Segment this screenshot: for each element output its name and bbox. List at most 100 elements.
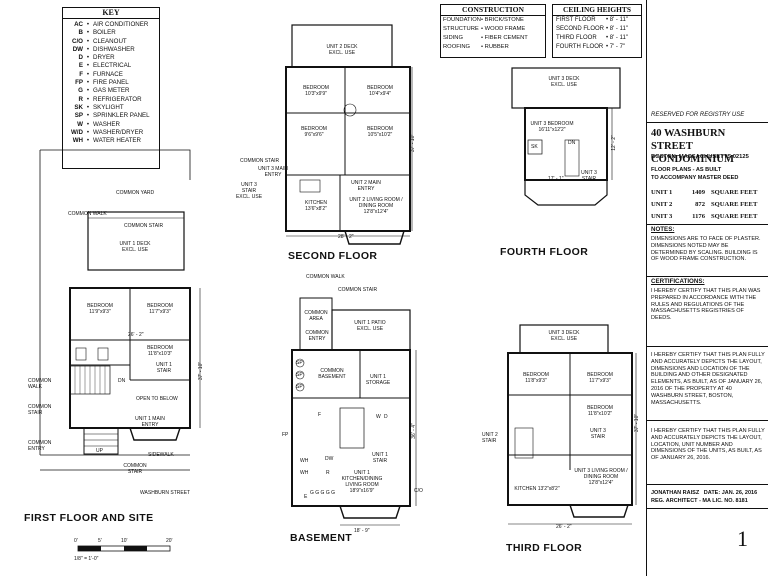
divider [647, 276, 768, 277]
room-label: COMMON BASEMENT [318, 368, 346, 380]
key-code: W [77, 120, 83, 128]
common-stair-label: COMMON STAIR [123, 463, 147, 475]
stair [514, 427, 534, 459]
unit1-deck [87, 211, 185, 271]
certification-text: I HEREBY CERTIFY THAT THIS PLAN FULLY AN… [651, 428, 765, 462]
stair-label: UNIT 3 STAIR [581, 170, 597, 182]
room-label: BEDROOM 11'7"x9'3" [587, 372, 613, 384]
water-heater-label: WH [300, 458, 309, 464]
key-row: SK•SKYLIGHT [66, 104, 151, 112]
open-below-label: OPEN TO BELOW [136, 396, 178, 402]
key-label: GAS METER [93, 87, 130, 95]
dishwasher-label: DW [325, 456, 334, 462]
key-separator: • [86, 62, 90, 70]
main-entry-label: UNIT 3 MAIN ENTRY [258, 166, 288, 178]
key-code: C/O [71, 37, 83, 45]
construction-row: ROOFING• RUBBER [443, 44, 509, 50]
room-label: BEDROOM 11'7"x9'3" [147, 303, 173, 315]
key-separator: • [86, 128, 90, 136]
washer-label: W [376, 414, 381, 420]
scale-segment [124, 546, 147, 551]
key-row: F•FURNACE [66, 71, 151, 79]
key-code: E [78, 62, 83, 70]
divider [647, 224, 768, 225]
key-separator: • [86, 103, 90, 111]
key-row: AC•AIR CONDITIONER [66, 21, 151, 29]
up-label: UP [96, 448, 103, 454]
ceiling-row: THIRD FLOOR• 8' - 11" [556, 35, 628, 41]
room-label: UNIT 2 LIVING ROOM / DINING ROOM 12'8"x1… [349, 197, 403, 215]
common-stair-label: COMMON STAIR [240, 158, 280, 164]
key-code: WH [72, 137, 83, 145]
room-label: BEDROOM 10'5"x10'2" [367, 126, 393, 138]
sp-marker [295, 358, 305, 368]
common-walk-label: COMMON WALK [68, 211, 107, 217]
key-separator: • [86, 87, 90, 95]
dn-label: DN [118, 378, 126, 384]
room-label: UNIT 3 BEDROOM 16'11"x12'2" [530, 121, 574, 133]
divider [647, 484, 768, 485]
house-outline [524, 107, 608, 181]
stair-label: UNIT 1 STAIR [372, 452, 388, 464]
common-entry-label: COMMON ENTRY [28, 440, 52, 452]
scale-segment [78, 546, 101, 551]
scale-mark: 5' [98, 538, 102, 544]
key-label: WASHER/DRYER [93, 128, 144, 136]
storage-label: UNIT 1 STORAGE [365, 374, 391, 386]
notes-heading: NOTES: [651, 226, 675, 233]
plan-drawings [39, 24, 637, 552]
key-row: B•BOILER [66, 29, 151, 37]
stair-label: UNIT 1 STAIR [156, 362, 172, 374]
stair [564, 139, 580, 177]
room-label: BEDROOM 11'8"x9'3" [523, 372, 549, 384]
construction-row: STRUCTURE• WOOD FRAME [443, 26, 526, 32]
sp-marker [295, 370, 305, 380]
house-outline [285, 66, 411, 232]
dimension-label: 26' - 2" [128, 332, 144, 338]
divider [647, 508, 768, 509]
construction-row: FOUNDATION• BRICK/STONE [443, 17, 524, 23]
title-block: RESERVED FOR REGISTRY USE 40 WASHBURN ST… [646, 0, 768, 576]
refrigerator-label: R [326, 470, 330, 476]
common-stair-label: COMMON STAIR [338, 287, 378, 293]
dimension-label: 26' - 2" [556, 524, 572, 530]
fourth-floor-title: FOURTH FLOOR [500, 246, 589, 258]
key-separator: • [86, 29, 90, 37]
main-entry-label: UNIT 2 MAIN ENTRY [351, 180, 381, 192]
key-separator: • [86, 54, 90, 62]
ceiling-title: CEILING HEIGHTS [553, 5, 641, 16]
key-row: SP•SPRINKLER PANEL [66, 112, 151, 120]
dryer-label: D [384, 414, 388, 420]
key-separator: • [86, 95, 90, 103]
key-code: FP [75, 79, 83, 87]
scale-mark: 20' [166, 538, 173, 544]
key-separator: • [86, 37, 90, 45]
bath-fixture [343, 103, 357, 117]
ceiling-row: SECOND FLOOR• 8' - 11" [556, 26, 628, 32]
site-line [40, 149, 191, 180]
bay-window [344, 230, 405, 245]
dimension-label: 37' - 10" [198, 361, 205, 381]
ceiling-heights-box: CEILING HEIGHTS FIRST FLOOR• 8' - 11" SE… [552, 4, 642, 58]
key-separator: • [86, 120, 90, 128]
room-label: UNIT 1 KITCHEN/DINING LIVING ROOM 18'9"x… [341, 470, 383, 494]
third-floor-title: THIRD FLOOR [506, 542, 583, 554]
first-floor-title: FIRST FLOOR AND SITE [24, 512, 154, 524]
second-floor-plan [285, 24, 413, 245]
certification-text: I HEREBY CERTIFY THAT THIS PLAN FULLY AN… [651, 352, 765, 406]
deck-label: UNIT 2 DECK EXCL. USE [326, 44, 358, 56]
plan-subtitle: FLOOR PLANS - AS BUILT TO ACCOMPANY MAST… [651, 167, 739, 181]
divider [647, 122, 768, 123]
key-row: C/O•CLEANOUT [66, 38, 151, 46]
dn-label: DN [568, 140, 576, 146]
notes-text: DIMENSIONS ARE TO FACE OF PLASTER. DIMEN… [651, 236, 761, 263]
key-label: DISHWASHER [93, 45, 135, 53]
room-label: BEDROOM 11'8"x10'3" [147, 345, 173, 357]
key-label: ELECTRICAL [93, 62, 132, 70]
key-row: G•GAS METER [66, 87, 151, 95]
